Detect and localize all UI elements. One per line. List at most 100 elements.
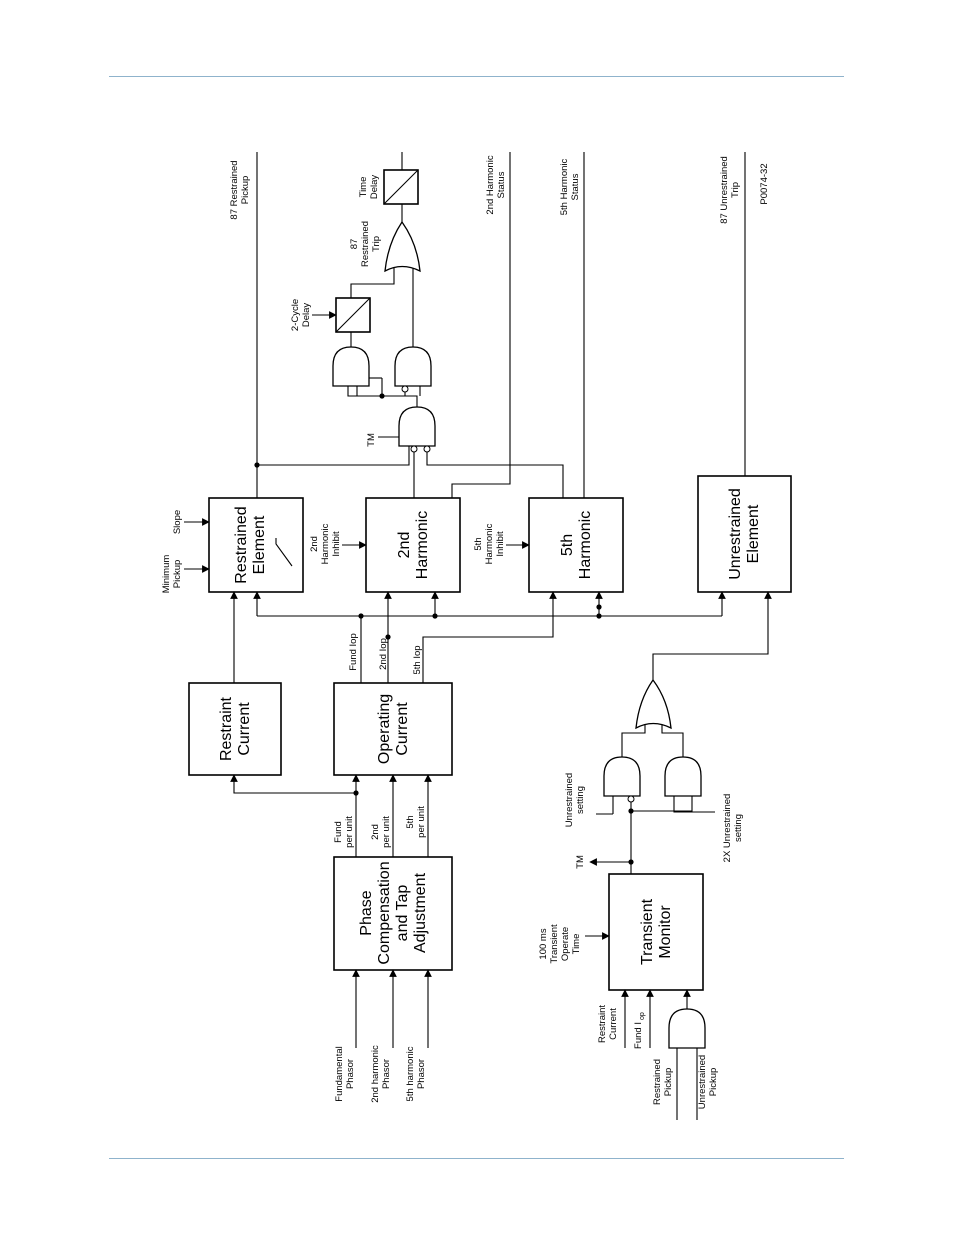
pickup-and-gate [668, 1008, 706, 1049]
restraint-current-block [188, 682, 282, 776]
transient-time-label-2: Transient [549, 924, 560, 964]
restrained-pickup-label-1: Restrained [652, 1059, 663, 1105]
fund-iop-input-subscript: op [639, 1012, 646, 1020]
restrained-and-gate-upper [332, 346, 370, 387]
second-harmonic-label-2: Harmonic [414, 511, 431, 579]
fund-per-unit-label-2: per unit [344, 816, 355, 848]
unrestrained-pickup-label-1: Unrestrained [697, 1055, 708, 1109]
restrained-pickup-out-label-1: 87 Restrained [229, 160, 240, 219]
second-phasor-label-1: 2nd harmonic [370, 1045, 381, 1103]
unrestrained-2x-label-1: 2X Unrestrained [722, 794, 733, 863]
fund-iop-input-label: Fund I [633, 1022, 644, 1049]
restraint-current-label-2: Current [236, 702, 253, 756]
restrained-element-label-1: Restrained [233, 506, 250, 583]
figure-id: P0074-32 [759, 163, 770, 204]
unrestrained-or-gate [635, 678, 672, 730]
unrestrained-and-gate-lower [664, 756, 702, 797]
second-inhibit-label-2: Harmonic [320, 523, 331, 564]
fifth-status-label-2: Status [570, 173, 581, 200]
tm-bottom-label: TM [575, 855, 586, 869]
transient-monitor-label-1: Transient [639, 898, 656, 965]
transient-time-label-3: Operate [560, 927, 571, 961]
restrained-trip-label-1: 87 [349, 239, 360, 250]
fifth-iop-label: 5th Iop [412, 645, 423, 674]
fund-per-unit-label-1: Fund [333, 821, 344, 843]
second-inhibit-label-3: Inhibit [331, 531, 342, 557]
phase-compensation-block [333, 856, 453, 971]
unrestrained-element-label-2: Element [745, 504, 762, 563]
second-iop-label: 2nd Iop [378, 638, 389, 670]
time-delay-block [383, 169, 419, 205]
restrained-trip-label-3: Trip [371, 236, 382, 252]
tm-top-label: TM [366, 433, 377, 447]
second-status-label-2: Status [496, 171, 507, 198]
fifth-inhibit-label-1: 5th [473, 537, 484, 550]
slope-label: Slope [172, 510, 183, 534]
fifth-phasor-label-1: 5th harmonic [405, 1046, 416, 1101]
transient-monitor-label-2: Monitor [657, 905, 674, 959]
unrestrained-and-gate-upper [603, 756, 641, 797]
junction-dots [254, 393, 634, 865]
inverter-bubble-unrestrained [627, 795, 635, 803]
second-per-unit-label-1: 2nd [370, 824, 381, 840]
time-delay-label-1: Time [358, 177, 369, 198]
fifth-status-label-1: 5th Harmonic [559, 159, 570, 216]
transient-time-label-1: 100 ms [538, 928, 549, 959]
phase-comp-label-1: Phase [358, 890, 375, 935]
restraint-current-input-label-2: Current [608, 1008, 619, 1040]
fifth-per-unit-label-1: 5th [405, 815, 416, 828]
operating-current-label-2: Current [394, 702, 411, 756]
unrestrained-trip-label-1: 87 Unrestrained [719, 156, 730, 224]
second-phasor-label-2: Phasor [381, 1059, 392, 1089]
fifth-inhibit-label-3: Inhibit [495, 531, 506, 557]
restrained-and-gate-lower [394, 346, 432, 387]
second-harmonic-label-1: 2nd [396, 532, 413, 559]
two-cycle-delay-slash-icon [335, 297, 371, 333]
unrestrained-2x-label-2: setting [733, 814, 744, 842]
restraint-current-label-1: Restraint [218, 696, 235, 761]
fifth-harmonic-block [528, 497, 624, 593]
fundamental-phasor-label-2: Phasor [345, 1059, 356, 1089]
fifth-harmonic-label-2: Harmonic [577, 511, 594, 579]
minimum-pickup-label-2: Pickup [172, 560, 183, 589]
operating-current-label-1: Operating [376, 694, 393, 764]
restrained-pickup-out-label-2: Pickup [240, 176, 251, 205]
fifth-harmonic-label-1: 5th [559, 534, 576, 556]
time-delay-label-2: Delay [369, 175, 380, 200]
phase-comp-label-4: Adjustment [412, 872, 429, 953]
minimum-pickup-label-1: Minimum [161, 555, 172, 594]
unrestrained-element-label-1: Unrestrained [727, 488, 744, 580]
restraint-current-input-label-1: Restraint [597, 1005, 608, 1043]
transient-time-label-4: Time [571, 934, 582, 955]
inverter-bubble-5th [423, 445, 431, 453]
phase-comp-label-2: Compensation [376, 861, 393, 964]
two-cycle-label-2: Delay [301, 303, 312, 328]
inverter-bubble-2nd [410, 445, 418, 453]
unrestrained-setting-label-2: setting [575, 786, 586, 814]
unrestrained-trip-label-2: Trip [730, 182, 741, 198]
unrestrained-pickup-label-2: Pickup [708, 1068, 719, 1097]
fifth-phasor-label-2: Phasor [416, 1059, 427, 1089]
restrained-trip-label-2: Restrained [360, 221, 371, 267]
phase-comp-label-3: and Tap [394, 885, 411, 942]
fundamental-phasor-label-1: Fundamental [334, 1046, 345, 1101]
second-per-unit-label-2: per unit [381, 816, 392, 848]
second-harmonic-block [365, 497, 461, 593]
second-status-label-1: 2nd Harmonic [485, 155, 496, 214]
unrestrained-setting-label-1: Unrestrained [564, 773, 575, 827]
fifth-inhibit-label-2: Harmonic [484, 523, 495, 564]
harmonic-block-and-gate [398, 406, 436, 447]
restrained-pickup-label-2: Pickup [663, 1068, 674, 1097]
restrained-or-gate [384, 220, 421, 273]
second-inhibit-label-1: 2nd [309, 536, 320, 552]
restrained-element-label-2: Element [251, 515, 268, 574]
footer-rule [109, 1158, 844, 1159]
two-cycle-label-1: 2-Cycle [290, 299, 301, 331]
transient-monitor-block [608, 873, 704, 991]
slope-characteristic-icon [275, 538, 293, 567]
operating-current-block [333, 682, 453, 776]
fund-iop-label: Fund Iop [348, 633, 359, 671]
header-rule [109, 76, 844, 77]
fifth-per-unit-label-2: per unit [416, 806, 427, 838]
